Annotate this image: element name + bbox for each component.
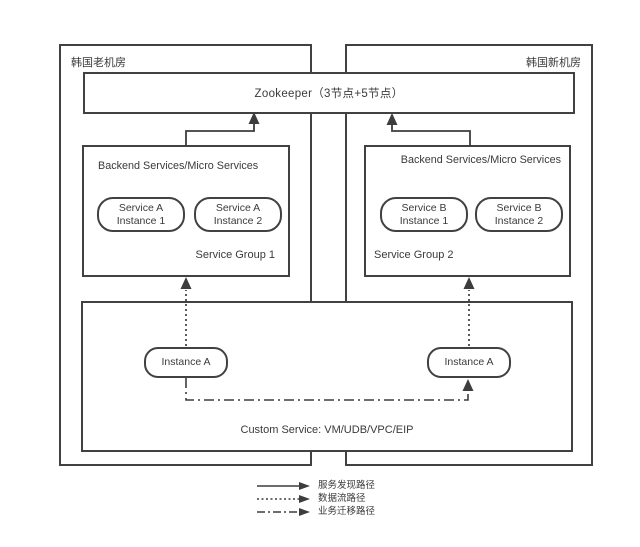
backend-services-title-1: Backend Services/Micro Services [98, 160, 259, 172]
legend-label: 数据流路径 [318, 493, 366, 504]
pill-line2: Instance 1 [116, 214, 166, 227]
pill-line1: Service B [401, 201, 447, 214]
pill-line1: Instance A [161, 356, 211, 368]
pill-line1: Service A [215, 201, 261, 214]
pill-line1: Instance A [444, 356, 494, 368]
service-group-2-label: Service Group 2 [374, 249, 454, 261]
legend: 服务发现路径 数据流路径 业务迁移路径 [256, 479, 375, 518]
instance-a-left-pill: Instance A [144, 347, 228, 378]
legend-item-service-discovery: 服务发现路径 [256, 479, 375, 492]
service-a-instance-2-pill: Service A Instance 2 [194, 197, 282, 232]
solid-arrow-icon [257, 481, 310, 490]
pill-line2: Instance 2 [494, 214, 544, 227]
zookeeper-label: Zookeeper（3节点+5节点） [254, 88, 404, 100]
legend-label: 业务迁移路径 [318, 506, 376, 517]
datacenter-old-box: 韩国老机房 [59, 44, 312, 466]
datacenter-new-label: 韩国新机房 [526, 57, 581, 69]
datacenter-old-label: 韩国老机房 [71, 57, 126, 69]
service-b-instance-1-pill: Service B Instance 1 [380, 197, 468, 232]
datacenter-new-box: 韩国新机房 [345, 44, 593, 466]
dotted-arrow-icon [257, 494, 310, 503]
service-a-instance-1-pill: Service A Instance 1 [97, 197, 185, 232]
backend-services-title-2: Backend Services/Micro Services [400, 154, 561, 166]
pill-line2: Instance 1 [399, 214, 449, 227]
legend-item-migration: 业务迁移路径 [256, 505, 375, 518]
legend-item-data-flow: 数据流路径 [256, 492, 375, 505]
instance-a-right-pill: Instance A [427, 347, 511, 378]
zookeeper-box: Zookeeper（3节点+5节点） [83, 72, 575, 114]
pill-line1: Service B [496, 201, 542, 214]
service-b-instance-2-pill: Service B Instance 2 [475, 197, 563, 232]
legend-label: 服务发现路径 [318, 480, 376, 491]
custom-service-label: Custom Service: VM/UDB/VPC/EIP [240, 424, 414, 436]
pill-line2: Instance 2 [213, 214, 263, 227]
service-group-1-label: Service Group 1 [195, 249, 275, 261]
dashdot-arrow-icon [257, 507, 310, 516]
pill-line1: Service A [118, 201, 164, 214]
